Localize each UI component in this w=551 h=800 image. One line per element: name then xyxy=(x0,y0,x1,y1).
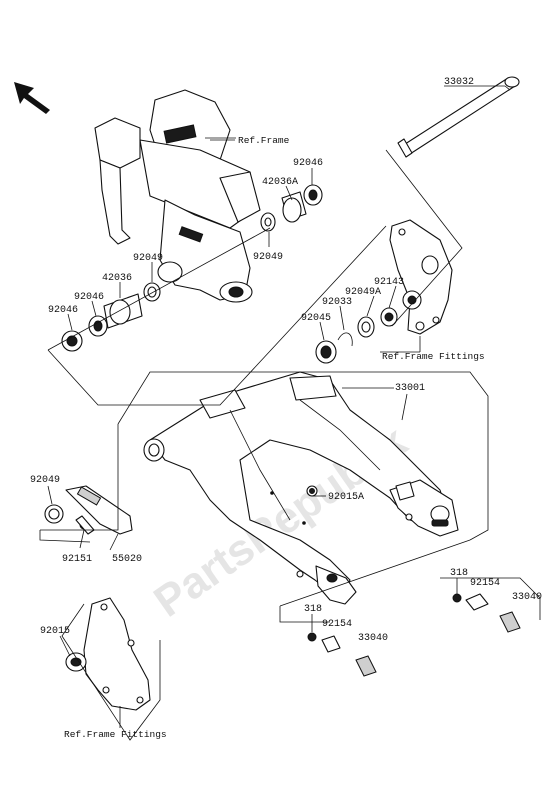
upper-bearing-set xyxy=(260,184,323,232)
leader-lines xyxy=(39,85,541,741)
label-92049A: 92049A xyxy=(345,287,381,298)
left-adjuster-set xyxy=(307,632,377,677)
label-318-right: 318 xyxy=(450,568,468,579)
label-55020: 55020 xyxy=(112,554,142,565)
label-33032: 33032 xyxy=(444,77,474,88)
right-adjuster-set xyxy=(452,593,521,633)
label-92033: 92033 xyxy=(322,297,352,308)
label-92151: 92151 xyxy=(62,554,92,565)
label-42036: 42036 xyxy=(102,273,132,284)
label-92045: 92045 xyxy=(301,313,331,324)
label-92015A: 92015A xyxy=(328,492,364,503)
bolt-92151 xyxy=(75,515,95,535)
label-92046-left: 92046 xyxy=(48,305,78,316)
label-42036A: 42036A xyxy=(262,177,298,188)
label-33040-right: 33040 xyxy=(512,592,542,603)
label-92015: 92015 xyxy=(40,626,70,637)
label-92154-right: 92154 xyxy=(470,578,500,589)
label-92049-mid: 92049 xyxy=(133,253,163,264)
label-ref-frame-fittings-right: Ref.Frame Fittings xyxy=(382,351,485,362)
label-33040-left: 33040 xyxy=(358,633,388,644)
label-33001: 33001 xyxy=(395,383,425,394)
label-92046-mid: 92046 xyxy=(74,292,104,303)
arrow-up-left-icon xyxy=(14,82,50,114)
left-bearing-set xyxy=(61,282,161,352)
chain-guard xyxy=(44,485,133,535)
swingarm xyxy=(143,371,459,605)
label-ref-frame-top: Ref.Frame xyxy=(238,135,290,146)
pivot-shaft xyxy=(397,76,520,158)
nut-92015A xyxy=(306,485,318,497)
label-92049-lower: 92049 xyxy=(30,475,60,486)
right-bearing-stack xyxy=(315,307,398,364)
label-318-left: 318 xyxy=(304,604,322,615)
label-ref-frame-fittings-bottom: Ref.Frame Fittings xyxy=(64,729,167,740)
lower-frame-fitting xyxy=(65,597,151,711)
label-92154-left: 92154 xyxy=(322,619,352,630)
label-92049-right: 92049 xyxy=(253,252,283,263)
frame-section xyxy=(94,89,261,303)
label-92143: 92143 xyxy=(374,277,404,288)
label-92046-upper: 92046 xyxy=(293,158,323,169)
